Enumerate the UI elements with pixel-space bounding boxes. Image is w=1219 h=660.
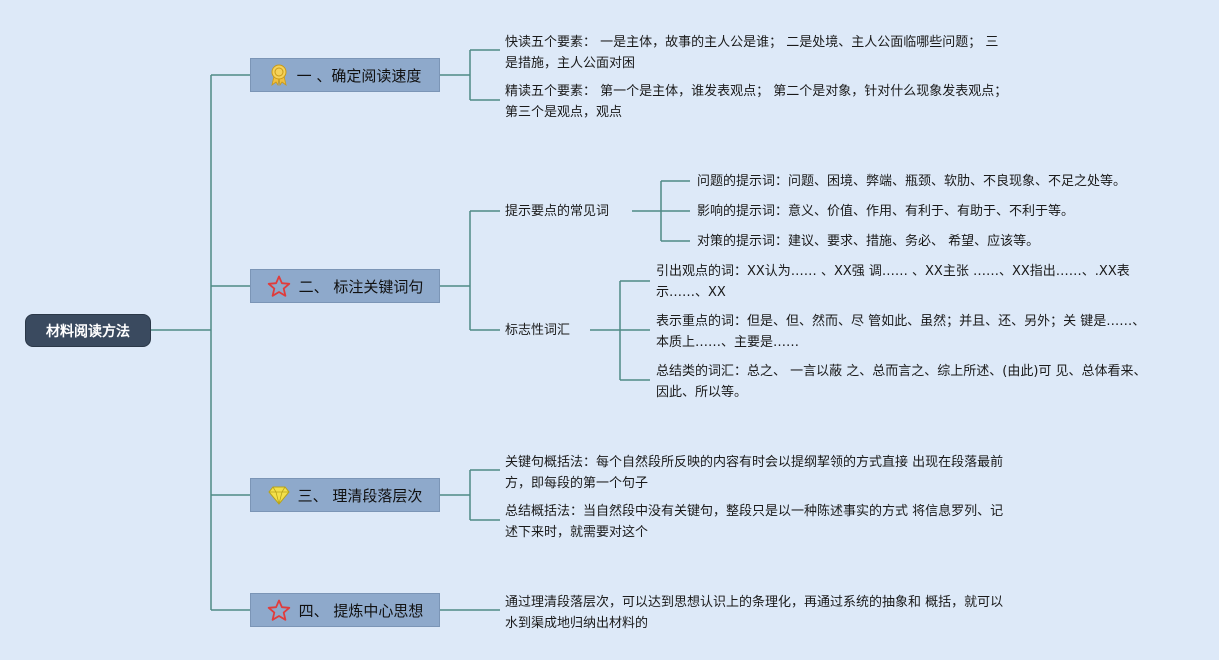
award-ribbon-icon [269,64,289,86]
branch-node-3[interactable]: 三、 理清段落层次 [250,478,440,512]
branch-label-2: 二、 标注关键词句 [298,277,424,296]
star-outline-icon [267,599,291,621]
branch-node-2[interactable]: 二、 标注关键词句 [250,269,440,303]
branch-label-4: 四、 提炼中心思想 [298,601,424,620]
b4-item-1[interactable]: 通过理清段落层次，可以达到思想认识上的条理化，再通过系统的抽象和 概括，就可以水… [505,595,1004,631]
b2-subtopic-1[interactable]: 提示要点的常见词 [505,204,610,219]
branch-label-1: 一 、确定阅读速度 [296,66,422,85]
s2-child-1[interactable]: 引出观点的词：XX认为…… 、XX强 调…… 、XX主张 ……、XX指出……、.… [656,264,1130,300]
root-node[interactable]: 材料阅读方法 [25,314,151,347]
b2-subtopic-2[interactable]: 标志性词汇 [505,323,571,338]
b1-item-1[interactable]: 快读五个要素： 一是主体，故事的主人公是谁； 二是处境、主人公面临哪些问题； 三… [505,35,999,71]
b3-item-2[interactable]: 总结概括法：当自然段中没有关键句，整段只是以一种陈述事实的方式 将信息罗列、记述… [505,504,1004,540]
b1-item-2[interactable]: 精读五个要素： 第一个是主体，谁发表观点； 第二个是对象，针对什么现象发表观点；… [505,84,1008,120]
s1-child-3[interactable]: 对策的提示词：建议、要求、措施、务必、 希望、应该等。 [697,234,1040,249]
diamond-icon [267,485,290,505]
branch-node-1[interactable]: 一 、确定阅读速度 [250,58,440,92]
s2-child-2[interactable]: 表示重点的词：但是、但、然而、尽 管如此、虽然；并且、还、另外；关 键是……、本… [656,314,1146,350]
s2-child-3[interactable]: 总结类的词汇：总之、 一言以蔽 之、总而言之、综上所述、(由此)可 见、总体看来… [656,364,1147,400]
s1-child-2[interactable]: 影响的提示词：意义、价值、作用、有利于、有助于、不利于等。 [697,204,1075,219]
b3-item-1[interactable]: 关键句概括法：每个自然段所反映的内容有时会以提纲挈领的方式直接 出现在段落最前方… [505,455,1004,491]
branch-label-3: 三、 理清段落层次 [297,486,423,505]
branch-node-4[interactable]: 四、 提炼中心思想 [250,593,440,627]
s1-child-1[interactable]: 问题的提示词：问题、困境、弊端、瓶颈、软肋、不良现象、不足之处等。 [697,174,1127,189]
star-outline-icon [267,275,291,297]
root-label: 材料阅读方法 [46,323,130,340]
